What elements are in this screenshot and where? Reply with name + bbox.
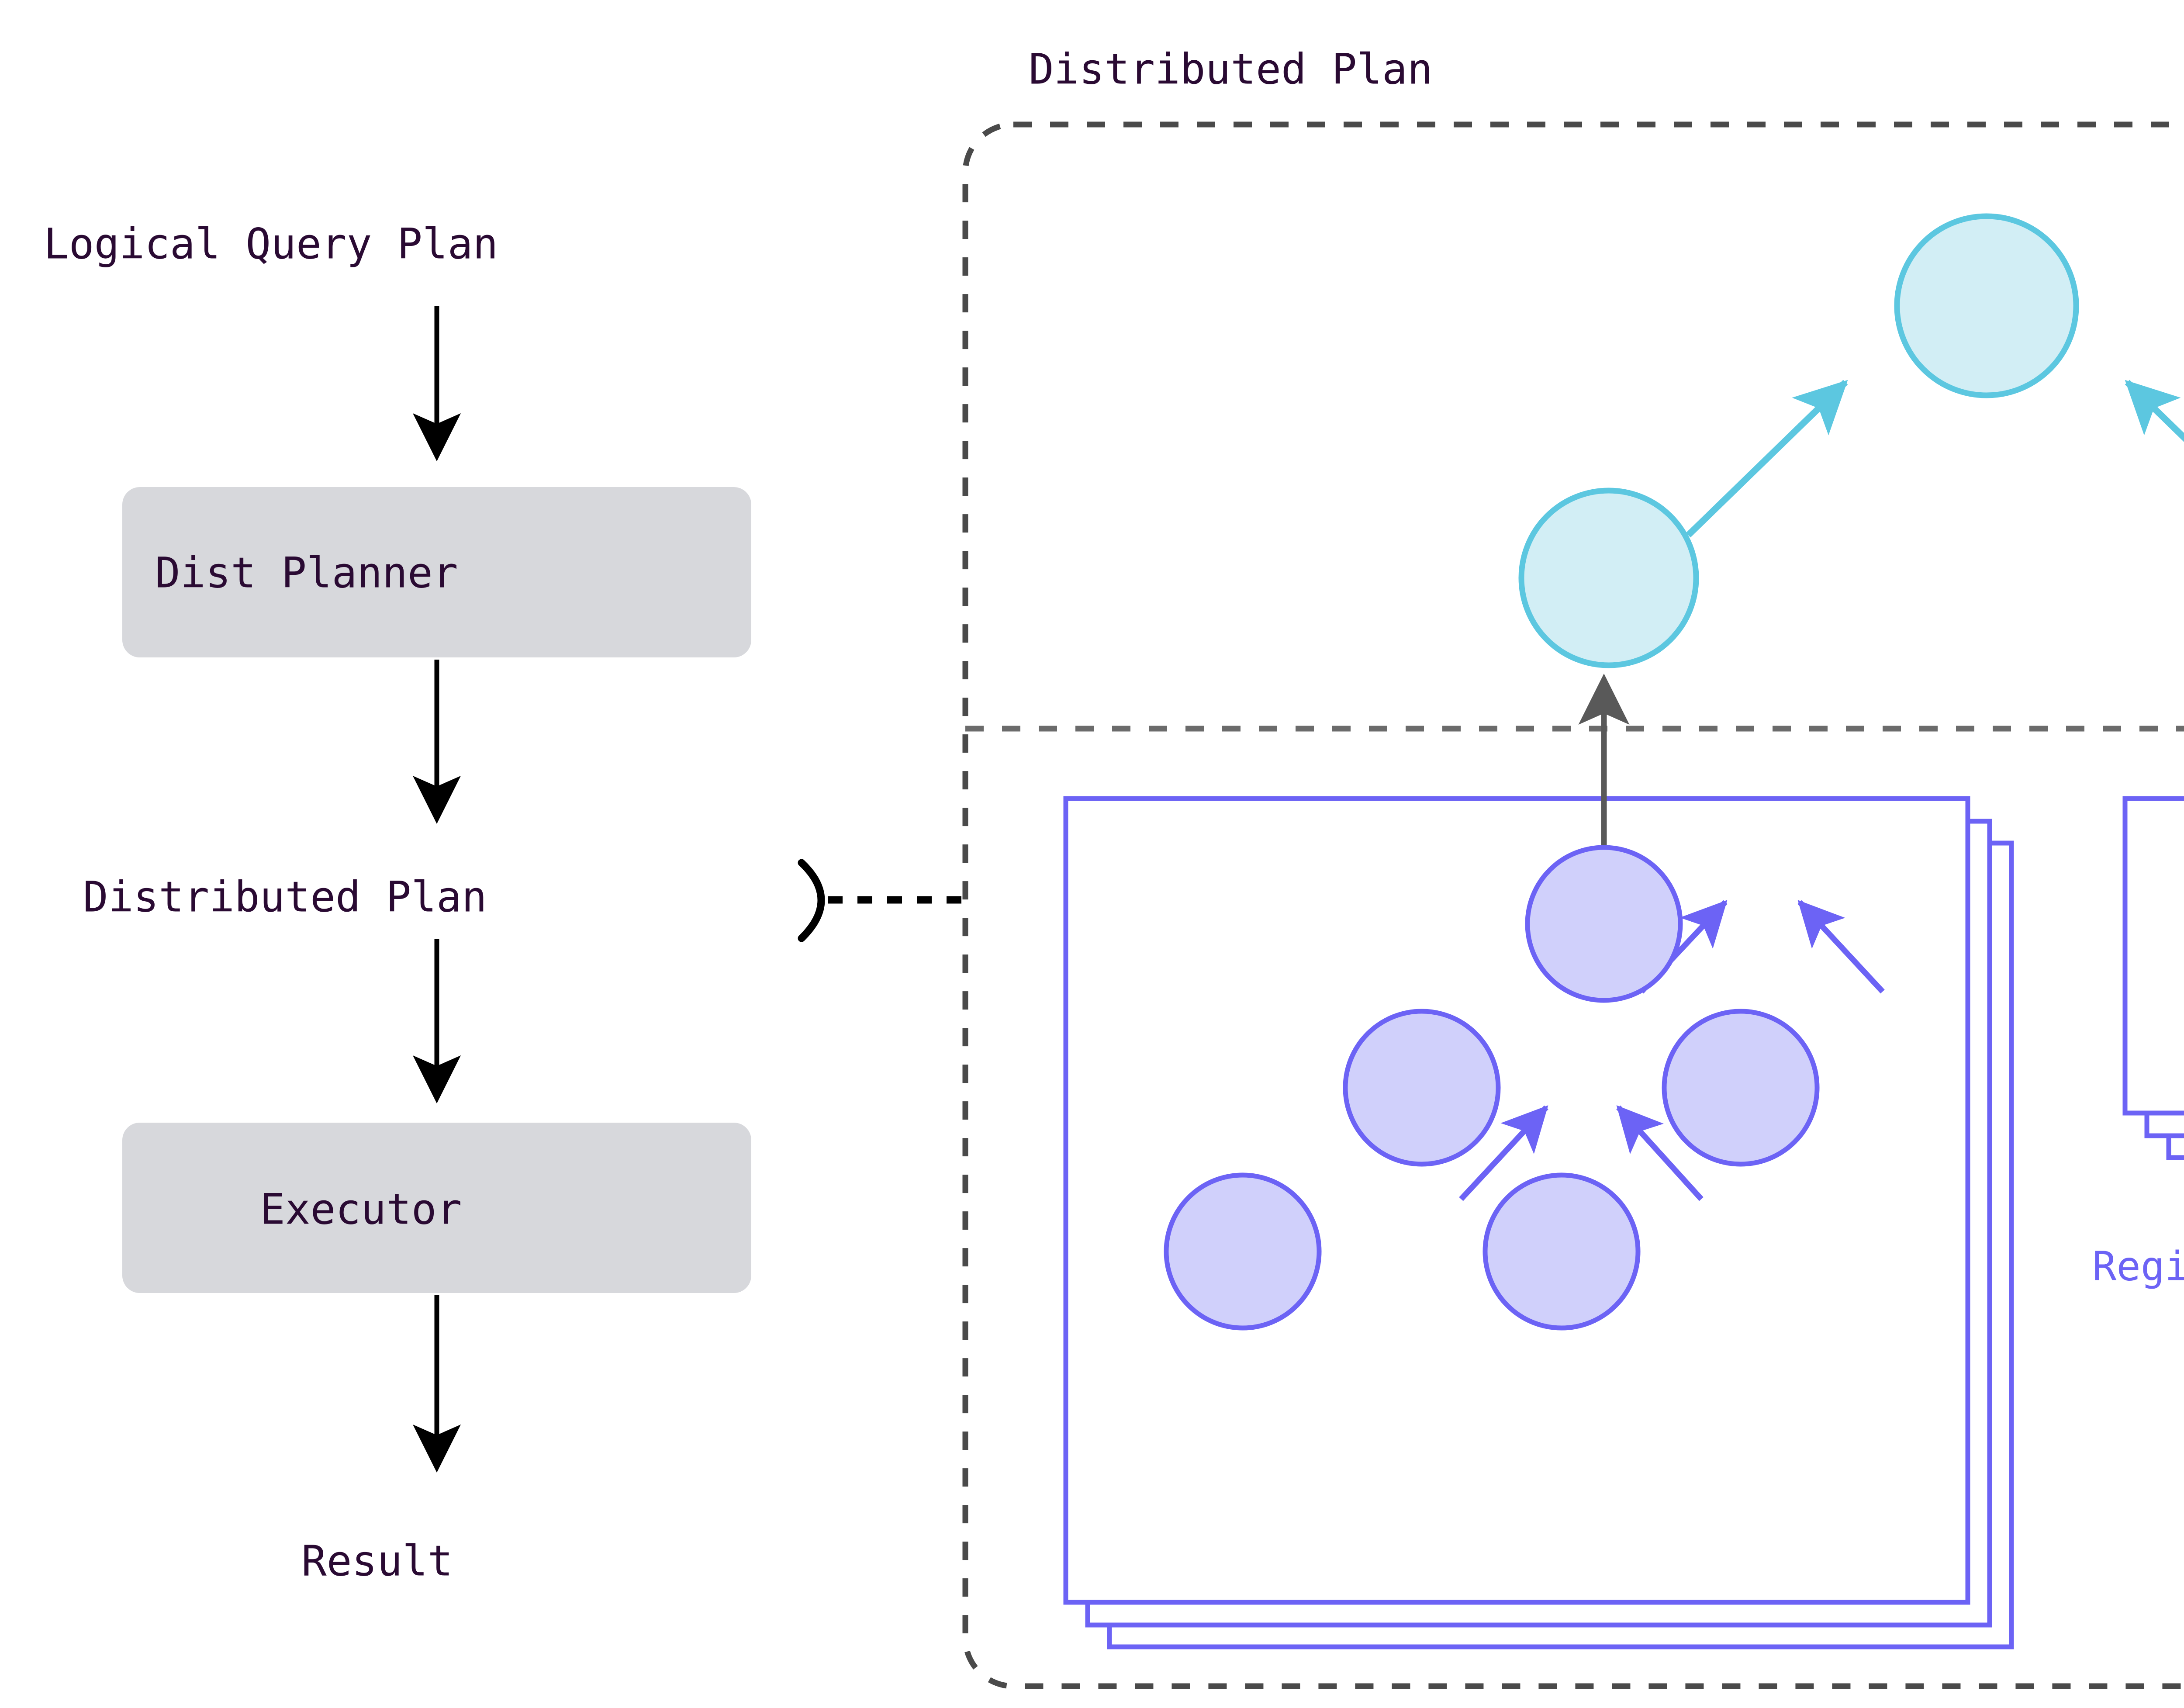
distributed-plan-title: Distributed Plan xyxy=(1029,45,1433,93)
datanode-node-left-top[interactable] xyxy=(1525,845,1683,1003)
dist-planner-box[interactable] xyxy=(122,487,751,657)
logical-query-plan-label: Logical Query Plan xyxy=(44,219,498,268)
cross-stage-arrows xyxy=(1578,674,1630,845)
frontend-node-root[interactable] xyxy=(1894,213,2079,398)
distributed-plan-panel: Distributed Plan Frontend Stage Datanode… xyxy=(962,45,2184,1689)
plan-brace xyxy=(798,859,825,942)
regions-label: Regions xyxy=(2092,1243,2184,1290)
frontend-node-left[interactable] xyxy=(1518,488,1699,668)
region-stack-left xyxy=(1063,796,2014,1649)
frontend-stage-nodes xyxy=(1518,213,2184,668)
dist-planner-label: Dist Planner xyxy=(155,548,458,597)
edge-mid-right-to-top xyxy=(1797,900,1885,994)
distributed-plan-boundary xyxy=(962,121,2184,1689)
result-label: Result xyxy=(301,1536,453,1585)
distributed-plan-label: Distributed Plan xyxy=(83,872,487,921)
region-stack-right xyxy=(2122,796,2184,1160)
executor-label: Executor xyxy=(260,1185,462,1234)
edge-leaf-right-to-mid xyxy=(1616,1105,1704,1201)
region-right-layer-front-1[interactable] xyxy=(2122,796,2184,1116)
executor-box[interactable] xyxy=(122,1123,751,1293)
datanode-node-left-mid-b[interactable] xyxy=(1662,1009,1820,1167)
edge-frontend-right-to-root xyxy=(2125,380,2184,442)
datanode-node-left-leaf-b[interactable] xyxy=(1482,1172,1641,1331)
pipeline-column: Logical Query Plan Dist Planner Distribu… xyxy=(44,219,963,1585)
edge-leaf-left-to-mid xyxy=(1459,1105,1548,1201)
edge-frontend-left-to-root xyxy=(1686,380,1848,538)
datanode-node-left-mid-a[interactable] xyxy=(1343,1009,1501,1167)
datanode-node-left-leaf-a[interactable] xyxy=(1164,1172,1322,1331)
